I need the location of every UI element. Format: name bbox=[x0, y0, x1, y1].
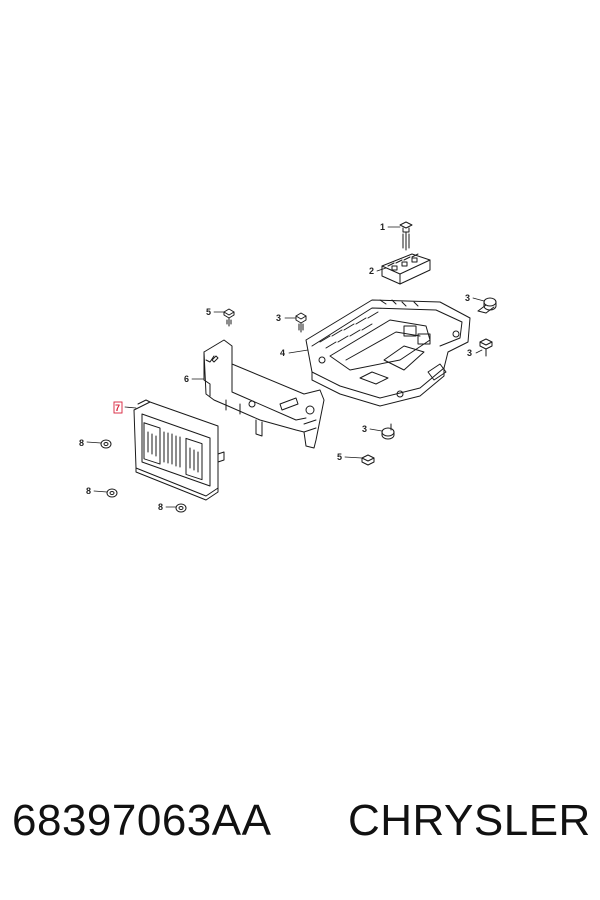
callout-6: 6 bbox=[184, 374, 189, 384]
part-3-bolt-upper-right bbox=[477, 297, 497, 314]
callout-8-c: 8 bbox=[158, 502, 163, 512]
callout-7: 7 bbox=[115, 403, 120, 413]
callout-1: 1 bbox=[380, 222, 385, 232]
part-6-bracket bbox=[203, 339, 325, 449]
callout-3-left: 3 bbox=[276, 313, 281, 323]
callouts: 1 2 3 5 3 4 3 6 7 3 8 5 8 8 bbox=[79, 222, 472, 512]
leader-lines bbox=[86, 226, 485, 508]
callout-5-lower: 5 bbox=[337, 452, 342, 462]
part-8-nut-c bbox=[175, 503, 187, 513]
callout-3-right: 3 bbox=[467, 348, 472, 358]
part-2-connector-block bbox=[381, 253, 431, 285]
callout-7-highlight bbox=[113, 401, 123, 414]
part-8-nut-a bbox=[100, 439, 112, 449]
callout-5-upper: 5 bbox=[206, 307, 211, 317]
part-3-bolt-left bbox=[295, 312, 307, 333]
callout-3-upper-right: 3 bbox=[465, 293, 470, 303]
callout-4: 4 bbox=[280, 348, 285, 358]
part-3-bolt-right bbox=[479, 338, 493, 357]
footer-caption: 68397063AA CHRYSLER bbox=[0, 790, 600, 870]
part-8-nut-b bbox=[106, 488, 118, 498]
callout-8-b: 8 bbox=[86, 486, 91, 496]
part-5-bolt-upper bbox=[223, 308, 235, 327]
part-5-bolt-lower bbox=[361, 454, 375, 466]
exploded-parts-diagram: 1 2 3 5 3 4 3 6 7 3 8 5 8 8 bbox=[79, 221, 497, 513]
part-1-bolt bbox=[399, 221, 413, 251]
brand-name: CHRYSLER bbox=[348, 796, 591, 845]
callout-8-a: 8 bbox=[79, 438, 84, 448]
part-7-control-module bbox=[133, 399, 225, 501]
part-3-bolt-lower bbox=[381, 423, 395, 440]
part-number: 68397063AA bbox=[12, 796, 272, 845]
callout-3-lower: 3 bbox=[362, 424, 367, 434]
callout-2: 2 bbox=[369, 266, 374, 276]
part-4-module-tray bbox=[305, 299, 471, 407]
